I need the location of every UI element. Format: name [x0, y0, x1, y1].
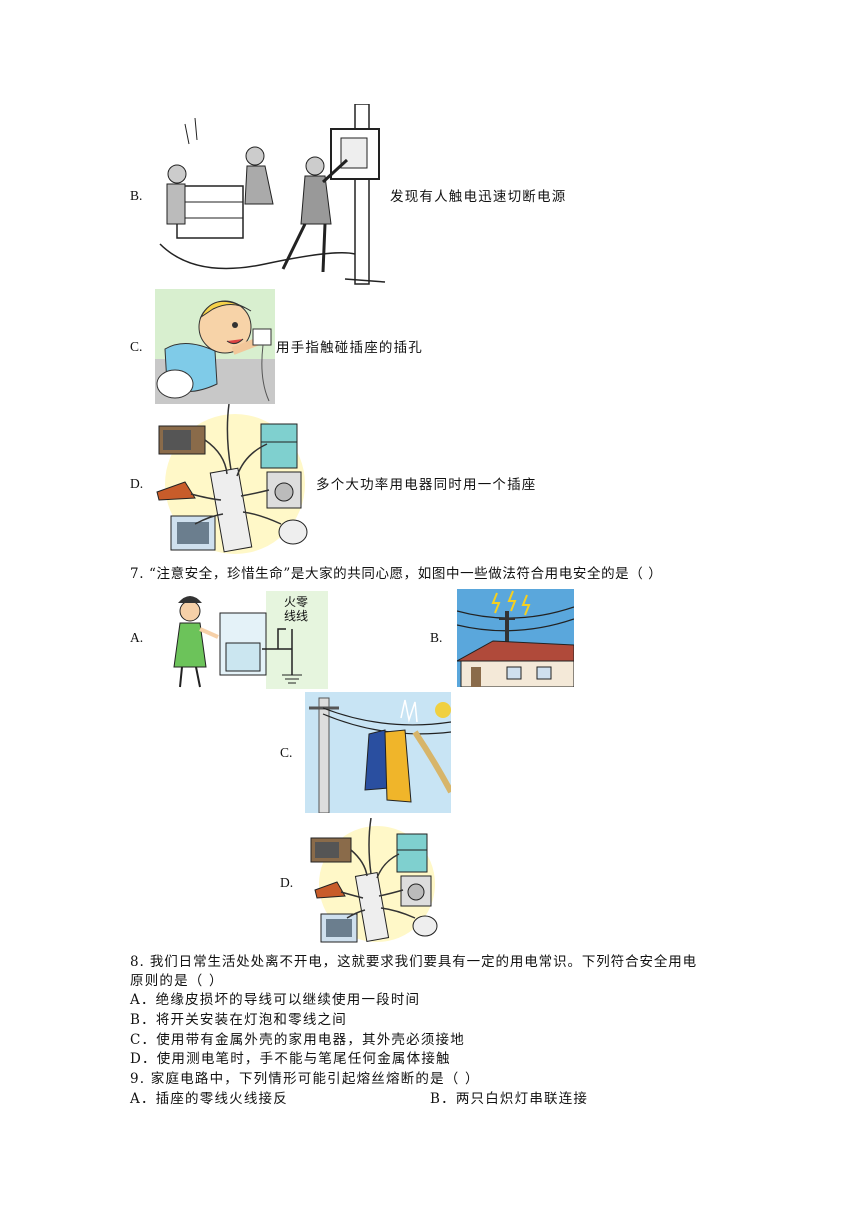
q7-option-d-illustration — [307, 818, 443, 947]
q7-option-c-illustration — [305, 692, 451, 813]
q7-option-a-label: A. — [130, 630, 144, 645]
q8-stem-line1: 8. 我们日常生活处处离不开电，这就要求我们要具有一定的用电常识。下列符合安全用… — [130, 954, 698, 970]
q7-a-wire-label-line1: 火零 — [284, 595, 309, 609]
q6-option-d-illustration — [155, 404, 315, 560]
q7-option-c-label: C. — [280, 745, 293, 760]
q6-option-c-illustration — [155, 289, 275, 404]
q8-option-c: C．使用带有金属外壳的家用电器，其外壳必须接地 — [130, 1032, 465, 1048]
q8-option-d: D．使用测电笔时，手不能与笔尾任何金属体接触 — [130, 1051, 451, 1067]
q8-option-b: B．将开关安装在灯泡和零线之间 — [130, 1012, 347, 1028]
q7-stem: 7. “注意安全，珍惜生命”是大家的共同心愿，如图中一些做法符合用电安全的是（ … — [130, 566, 663, 582]
q8-option-a: A．绝缘皮损坏的导线可以继续使用一段时间 — [130, 992, 421, 1008]
q8-stem-line2: 原则的是（ ） — [130, 973, 224, 989]
q9-option-a: A．插座的零线火线接反 — [130, 1091, 288, 1107]
q6-option-b-text: 发现有人触电迅速切断电源 — [390, 189, 567, 205]
q7-option-a-illustration: 火零 线线 — [166, 589, 328, 689]
q6-option-d-text: 多个大功率用电器同时用一个插座 — [316, 477, 537, 493]
q6-option-c-label: C. — [130, 339, 143, 354]
q7-option-b-illustration — [457, 589, 574, 687]
q9-stem: 9. 家庭电路中，下列情形可能引起熔丝熔断的是（ ） — [130, 1071, 480, 1087]
q6-option-b-label: B. — [130, 188, 143, 203]
q7-a-wire-label-line2: 线线 — [284, 609, 309, 623]
q7-option-b-label: B. — [430, 630, 443, 645]
q9-option-b: B．两只白炽灯串联连接 — [430, 1091, 589, 1107]
q6-option-b-illustration — [155, 104, 390, 290]
q6-option-d-label: D. — [130, 476, 144, 491]
q6-option-c-text: 用手指触碰插座的插孔 — [276, 340, 423, 356]
q7-option-d-label: D. — [280, 875, 294, 890]
